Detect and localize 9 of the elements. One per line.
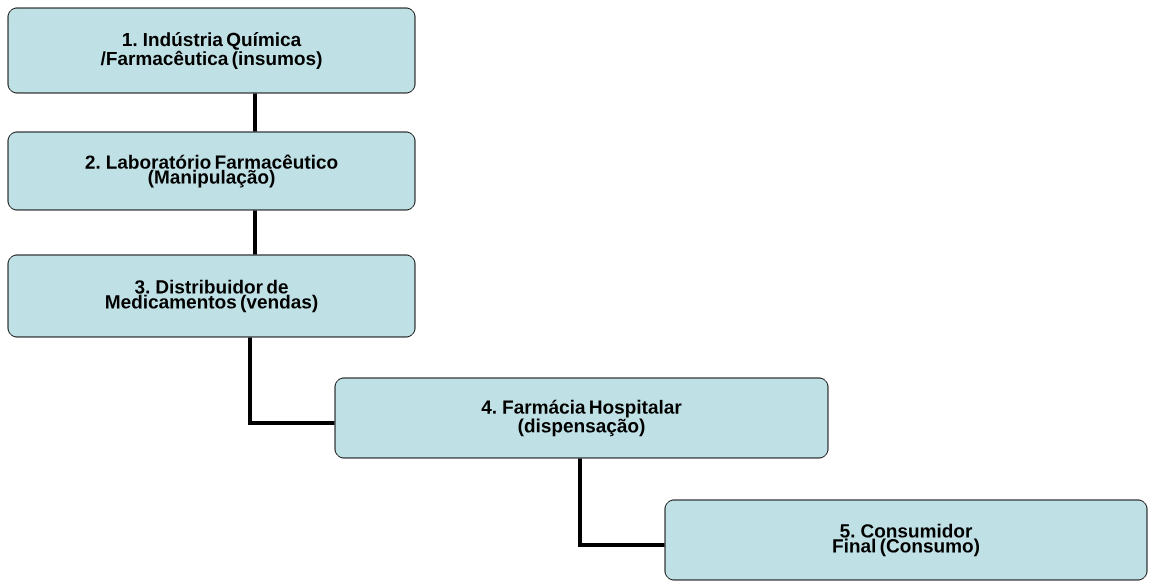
process-box: 2. Laboratório Farmacêutico (Manipulação) [7, 131, 416, 211]
connector-line [578, 458, 665, 547]
process-box: 4. Farmácia Hospitalar (dispensação) [334, 377, 829, 459]
connector-line [253, 210, 257, 255]
process-box: 3. Distribuidor de Medicamentos (vendas) [7, 254, 416, 338]
connector-line [253, 93, 257, 132]
process-box: 1. Indústria Química /Farmacêutica (insumos) [7, 7, 416, 94]
process-box: 5. Consumidor Final (Consumo) [664, 499, 1148, 581]
connector-line [248, 337, 335, 425]
